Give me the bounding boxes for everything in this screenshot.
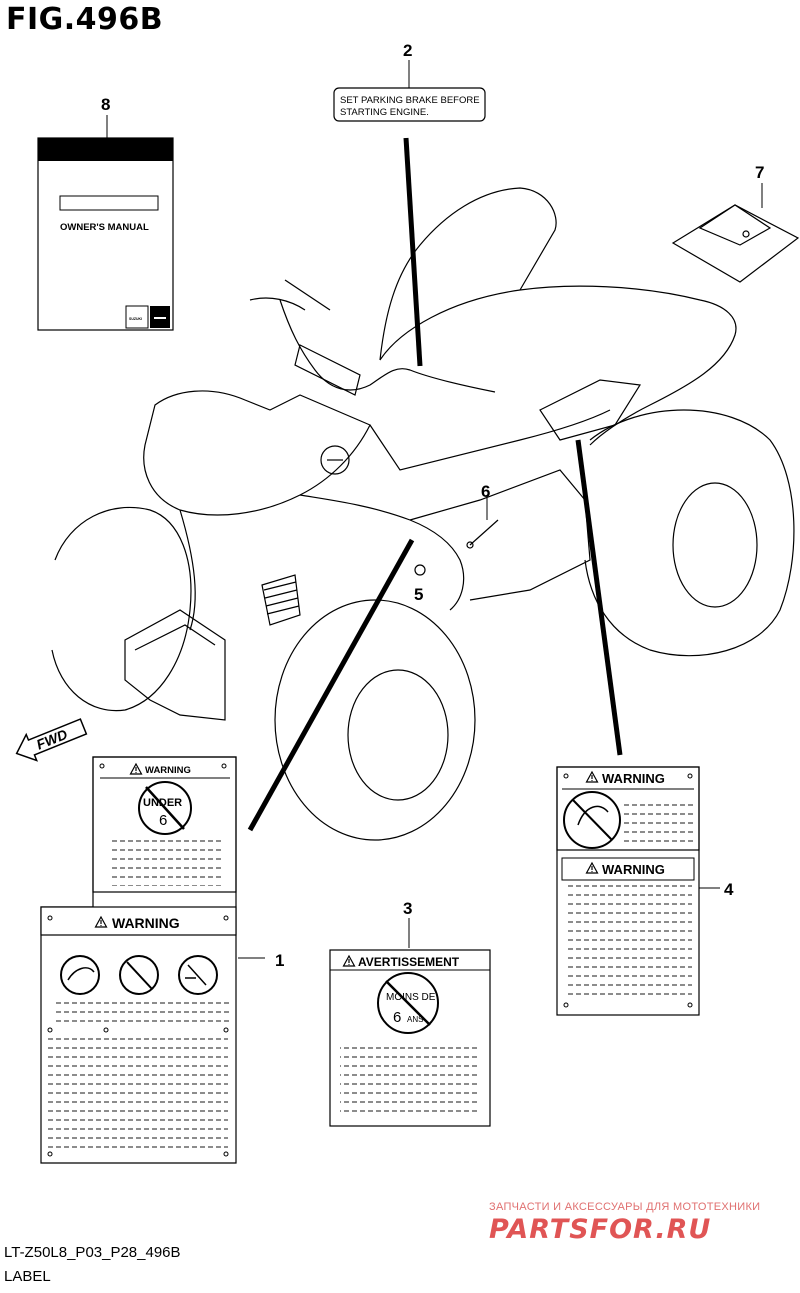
- diagram-name: LABEL: [4, 1268, 51, 1285]
- figure-title: FIG.496B: [6, 2, 164, 37]
- callout-2: 2: [403, 41, 412, 60]
- label3-ans: ANS: [407, 1015, 423, 1024]
- callout-3: 3: [403, 899, 412, 918]
- owners-manual: OWNER'S MANUAL SUZUKI: [37, 137, 174, 331]
- diagram-code: LT-Z50L8_P03_P28_496B: [4, 1244, 181, 1261]
- label1-under-number: 6: [159, 812, 167, 829]
- label3-heading: AVERTISSEMENT: [358, 955, 460, 969]
- label1-top-heading: WARNING: [145, 765, 191, 776]
- label-3: AVERTISSEMENT MOINS DE 6 ANS: [329, 949, 491, 1127]
- parking-brake-label: SET PARKING BRAKE BEFORE STARTING ENGINE…: [333, 87, 486, 122]
- parking-label-line1: SET PARKING BRAKE BEFORE: [340, 95, 480, 106]
- watermark-logo: PARTSFOR.RU: [489, 1214, 712, 1245]
- label-4: WARNING WARNING: [556, 766, 700, 1016]
- label3-moins-de: MOINS DE: [386, 992, 436, 1003]
- label1-heading: WARNING: [112, 915, 180, 931]
- manual-brand: SUZUKI: [129, 317, 142, 321]
- fwd-arrow: FWD: [15, 718, 88, 762]
- leader-lines: [106, 60, 763, 959]
- parking-label-line2: STARTING ENGINE.: [340, 107, 429, 118]
- watermark-tagline: ЗАПЧАСТИ И АКСЕССУАРЫ ДЛЯ МОТОТЕХНИКИ: [489, 1201, 761, 1213]
- callout-1: 1: [275, 951, 284, 970]
- label4-heading-bottom: WARNING: [602, 862, 665, 877]
- callout-6: 6: [481, 482, 490, 501]
- callout-8: 8: [101, 95, 110, 114]
- label4-heading-top: WARNING: [602, 771, 665, 786]
- callout-4: 4: [724, 880, 734, 899]
- manual-title: OWNER'S MANUAL: [60, 222, 149, 233]
- label3-six: 6: [393, 1009, 401, 1026]
- callout-7: 7: [755, 163, 764, 182]
- callout-5: 5: [414, 585, 423, 604]
- label1-under: UNDER: [143, 797, 182, 809]
- label-1: WARNING UNDER 6 WARNING: [40, 756, 237, 1164]
- tool-pouch: [671, 204, 800, 283]
